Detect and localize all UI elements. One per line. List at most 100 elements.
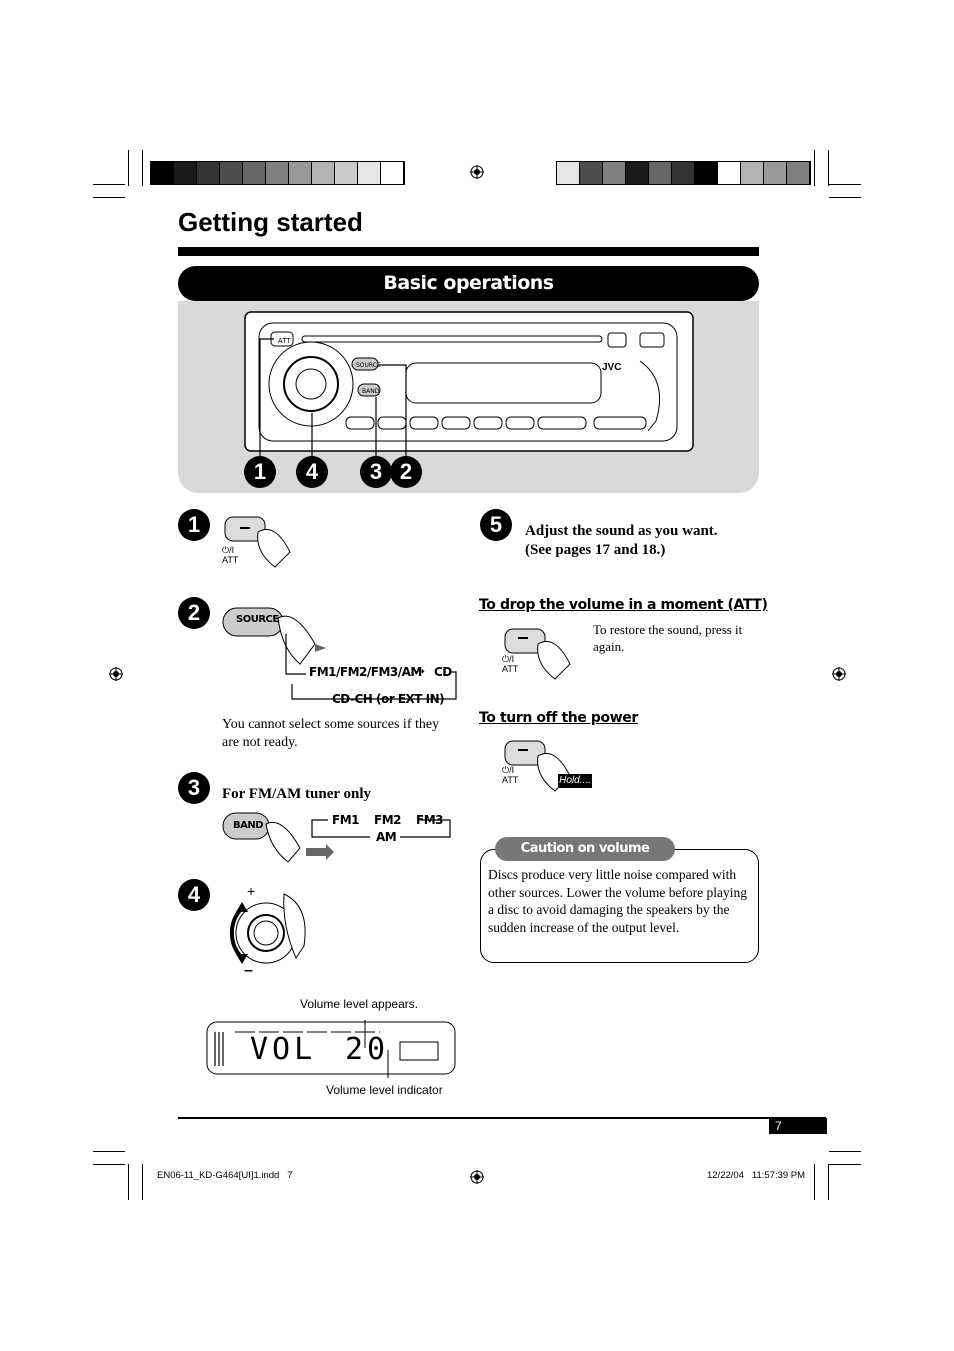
section-title: Basic operations [178,266,759,301]
am-label: AM [376,830,397,844]
color-swatch [174,162,197,184]
crop-mark [93,1151,125,1152]
att-heading: To drop the volume in a moment (ATT) [479,597,768,613]
callout-4: 4 [296,456,328,488]
crop-mark [829,1151,861,1152]
color-swatch [243,162,266,184]
registration-mark-icon [470,1170,484,1184]
volume-caption-top: Volume level appears. [300,997,419,1011]
color-bar-right [556,161,811,185]
crop-mark [142,1164,143,1200]
source-button-label: SOURCE [236,614,279,625]
crop-mark [814,150,815,186]
adjust-sound-line2: (See pages 17 and 18.) [525,542,666,558]
band-label: BAND [362,388,380,395]
att-label: ATT [278,338,291,345]
footer-rule [178,1117,826,1119]
band-button-label: BAND [233,820,264,831]
power-heading: To turn off the power [479,710,638,726]
crop-mark [814,1164,815,1200]
power-button-icon [224,516,291,568]
fm-am-heading: For FM/AM tuner only [222,786,372,802]
volume-minus: – [244,962,253,979]
step-4-number: 4 [178,879,210,911]
caution-title: Caution on volume setting: [495,837,675,880]
color-swatch [220,162,243,184]
color-swatch [741,162,764,184]
color-swatch [266,162,289,184]
fm1-label: FM1 [332,813,360,827]
flow-cd-label: CD [434,665,452,679]
color-swatch [718,162,741,184]
registration-mark-icon [470,165,484,179]
color-swatch [695,162,718,184]
crop-mark [142,150,143,186]
hold-badge: Hold.... [558,774,592,788]
color-swatch [335,162,358,184]
flow-main-label: FM1/FM2/FM3/AM [309,665,422,679]
color-swatch [626,162,649,184]
color-swatch [151,162,174,184]
step-1-number: 1 [178,509,210,541]
crop-mark [128,150,129,186]
callout-1: 1 [244,456,276,488]
color-swatch [672,162,695,184]
color-swatch [649,162,672,184]
callout-2: 2 [390,456,422,488]
step-5-number: 5 [480,509,512,541]
crop-mark [93,1164,125,1165]
fm2-label: FM2 [374,813,402,827]
flow-return-label: CD-CH (or EXT IN) [332,692,445,706]
crop-mark [128,1164,129,1200]
brand-logo: JVC [602,362,621,373]
registration-mark-icon [109,667,123,681]
crop-mark [828,1164,829,1200]
att-button-icon [504,628,571,680]
volume-caption-bottom: Volume level indicator [326,1083,443,1097]
footer-file: EN06-11_KD-G464[UI]1.indd 7 [157,1170,293,1181]
crop-mark [93,197,125,198]
volume-knob-icon [229,893,306,964]
color-swatch [312,162,335,184]
step-3-number: 3 [178,772,210,804]
source-note: You cannot select some sources if they a… [222,717,440,750]
flow-arrow-icon: ➝ [415,664,426,678]
caution-text: Discs produce very little noise compared… [488,867,748,935]
color-swatch [764,162,787,184]
page-title: Getting started [178,207,363,237]
color-swatch [580,162,603,184]
callout-3: 3 [360,456,392,488]
volume-plus: + [247,883,256,899]
volume-display [206,1020,456,1078]
display-vol-value: 20 [345,1032,390,1067]
title-rule [178,247,759,256]
color-bar-left [150,161,405,185]
crop-mark [829,1164,861,1165]
crop-mark [829,184,861,185]
footer-timestamp: 12/22/04 11:57:39 PM [707,1170,806,1181]
att-restore-text: To restore the sound, press it again. [593,622,743,654]
color-swatch [557,162,580,184]
source-label: SOURCE [356,362,381,369]
step-2-number: 2 [178,597,210,629]
color-swatch [603,162,626,184]
crop-mark [829,197,861,198]
registration-mark-icon [832,667,846,681]
adjust-sound-line1: Adjust the sound as you want. [525,523,718,539]
color-swatch [787,162,810,184]
display-vol-text: VOL [250,1032,317,1067]
car-stereo-illustration: ATT SOURCE BAND JVC [244,311,694,471]
color-swatch [289,162,312,184]
crop-mark [828,150,829,186]
source-flow-diagram [222,607,457,700]
page-number: 7 [769,1118,827,1134]
fm3-label: FM3 [416,813,444,827]
band-flow-diagram [222,812,451,863]
color-swatch [381,162,404,184]
color-swatch [358,162,381,184]
crop-mark [93,184,125,185]
color-swatch [197,162,220,184]
